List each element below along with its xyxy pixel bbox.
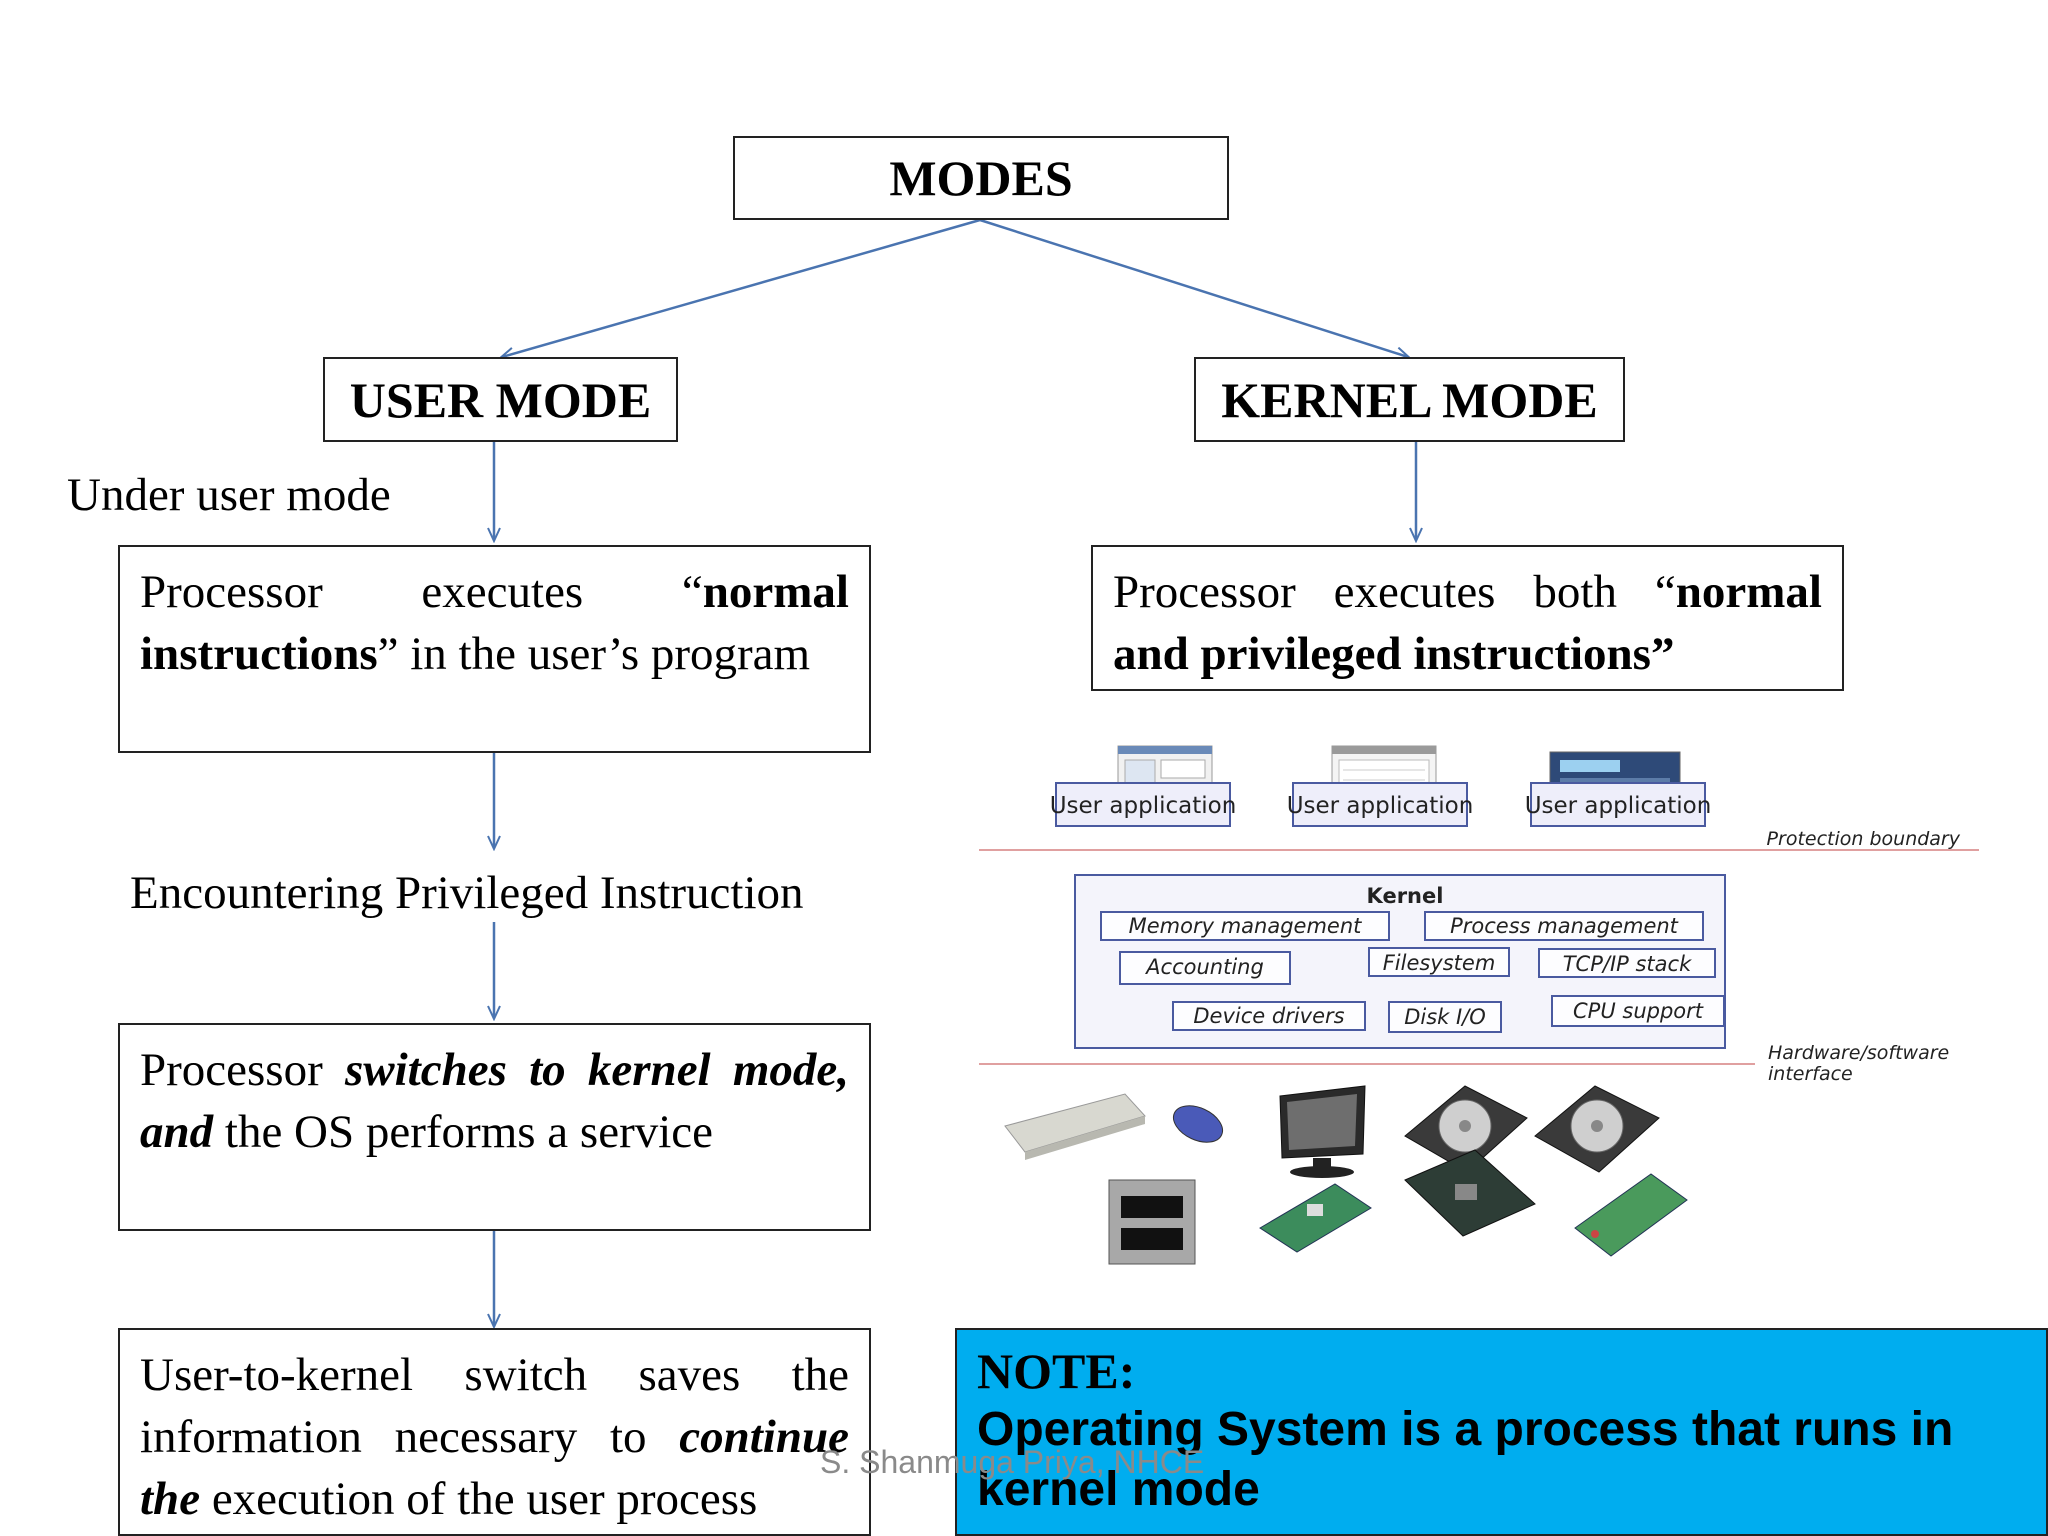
kernel-component-accounting xyxy=(1119,951,1291,985)
kernel-label: Kernel xyxy=(1367,884,1444,908)
kernel-component-disk-io xyxy=(1388,1001,1502,1033)
network-card-icon xyxy=(1259,1183,1372,1253)
user-app-label-1: User application xyxy=(1050,793,1237,819)
step4-text-c: execution of the user process xyxy=(200,1473,758,1525)
note-box: NOTE: Operating System is a process that… xyxy=(955,1328,2048,1536)
user-mode-box: USER MODE xyxy=(323,357,678,442)
mouse-icon xyxy=(1172,1105,1224,1143)
kernel-component-tcpip xyxy=(1538,948,1716,978)
kernel-component-label: Device drivers xyxy=(1193,1004,1344,1028)
hard-disk-icon xyxy=(1534,1085,1660,1173)
kernel-architecture-diagram: User application User application User a… xyxy=(979,745,1979,1265)
monitor-icon xyxy=(1279,1085,1366,1178)
usb-ports-icon xyxy=(1108,1179,1196,1265)
hard-disk-icon xyxy=(1404,1085,1528,1173)
keyboard-icon xyxy=(1004,1093,1146,1160)
user-step-encountering: Encountering Privileged Instruction xyxy=(130,867,804,919)
kernel-mode-title: KERNEL MODE xyxy=(1221,371,1598,428)
kernel-component-label: TCP/IP stack xyxy=(1563,952,1692,976)
expansion-card-icon xyxy=(1404,1149,1536,1237)
sound-card-icon xyxy=(1574,1173,1688,1257)
step3-text-a: Processor xyxy=(140,1044,345,1096)
step4-text-a: User-to-kernel switch saves the informat… xyxy=(140,1349,849,1463)
hw-sw-interface-label: Hardware/software xyxy=(1768,1042,1949,1064)
step1-text-a: Processor executes “ xyxy=(140,566,703,618)
user-mode-caption: Under user mode xyxy=(67,469,391,521)
kernel-desc-a: Processor executes both “ xyxy=(1113,566,1676,618)
user-app-label-2: User application xyxy=(1287,793,1474,819)
user-step-save-info: User-to-kernel switch saves the informat… xyxy=(118,1328,871,1536)
note-body: Operating System is a process that runs … xyxy=(977,1403,1954,1516)
modes-title: MODES xyxy=(889,150,1073,206)
kernel-component-filesystem xyxy=(1368,947,1510,977)
user-mode-title: USER MODE xyxy=(349,371,652,428)
kernel-desc-box: Processor executes both “normal and priv… xyxy=(1091,545,1844,691)
step3-text-c: the OS performs a service xyxy=(213,1106,713,1158)
kernel-component-process xyxy=(1424,911,1704,941)
kernel-component-label: CPU support xyxy=(1573,999,1704,1023)
user-step-normal-instructions: Processor executes “normal instructions”… xyxy=(118,545,871,753)
kernel-component-label: Disk I/O xyxy=(1404,1005,1486,1029)
kernel-mode-box: KERNEL MODE xyxy=(1194,357,1625,442)
user-step-switch: Processor switches to kernel mode, and t… xyxy=(118,1023,871,1231)
arrow-modes-to-user xyxy=(502,218,981,357)
user-app-label-3: User application xyxy=(1525,793,1712,819)
kernel-component-device-drivers xyxy=(1172,1001,1366,1031)
author-watermark: S. Shanmuga Priya, NHCE xyxy=(820,1444,1205,1480)
kernel-component-cpu xyxy=(1551,995,1725,1027)
step1-text-c: ” in the user’s program xyxy=(377,628,811,680)
kernel-component-label: Accounting xyxy=(1144,955,1264,979)
modes-box: MODES xyxy=(733,136,1229,220)
user-application-box: User application xyxy=(1050,782,1237,827)
kernel-component-label: Filesystem xyxy=(1383,951,1496,975)
arrow-modes-to-kernel xyxy=(979,218,1408,357)
hw-sw-interface-label-2: interface xyxy=(1768,1063,1853,1085)
kernel-desc-b: normal and privileged instructions” xyxy=(1113,566,1822,680)
note-title: NOTE: xyxy=(977,1343,1136,1399)
kernel-component-label: Process management xyxy=(1450,914,1679,938)
step4-text-b: continue the xyxy=(140,1411,849,1525)
kernel-component-label: Memory management xyxy=(1129,914,1363,938)
kernel-component-memory xyxy=(1100,911,1390,941)
step3-text-b: switches to kernel mode, and xyxy=(140,1044,850,1158)
protection-boundary-label: Protection boundary xyxy=(1767,828,1961,850)
step1-text-b: normal instructions xyxy=(140,566,849,680)
user-application-box: User application xyxy=(1287,782,1474,827)
user-application-box: User application xyxy=(1525,782,1712,827)
